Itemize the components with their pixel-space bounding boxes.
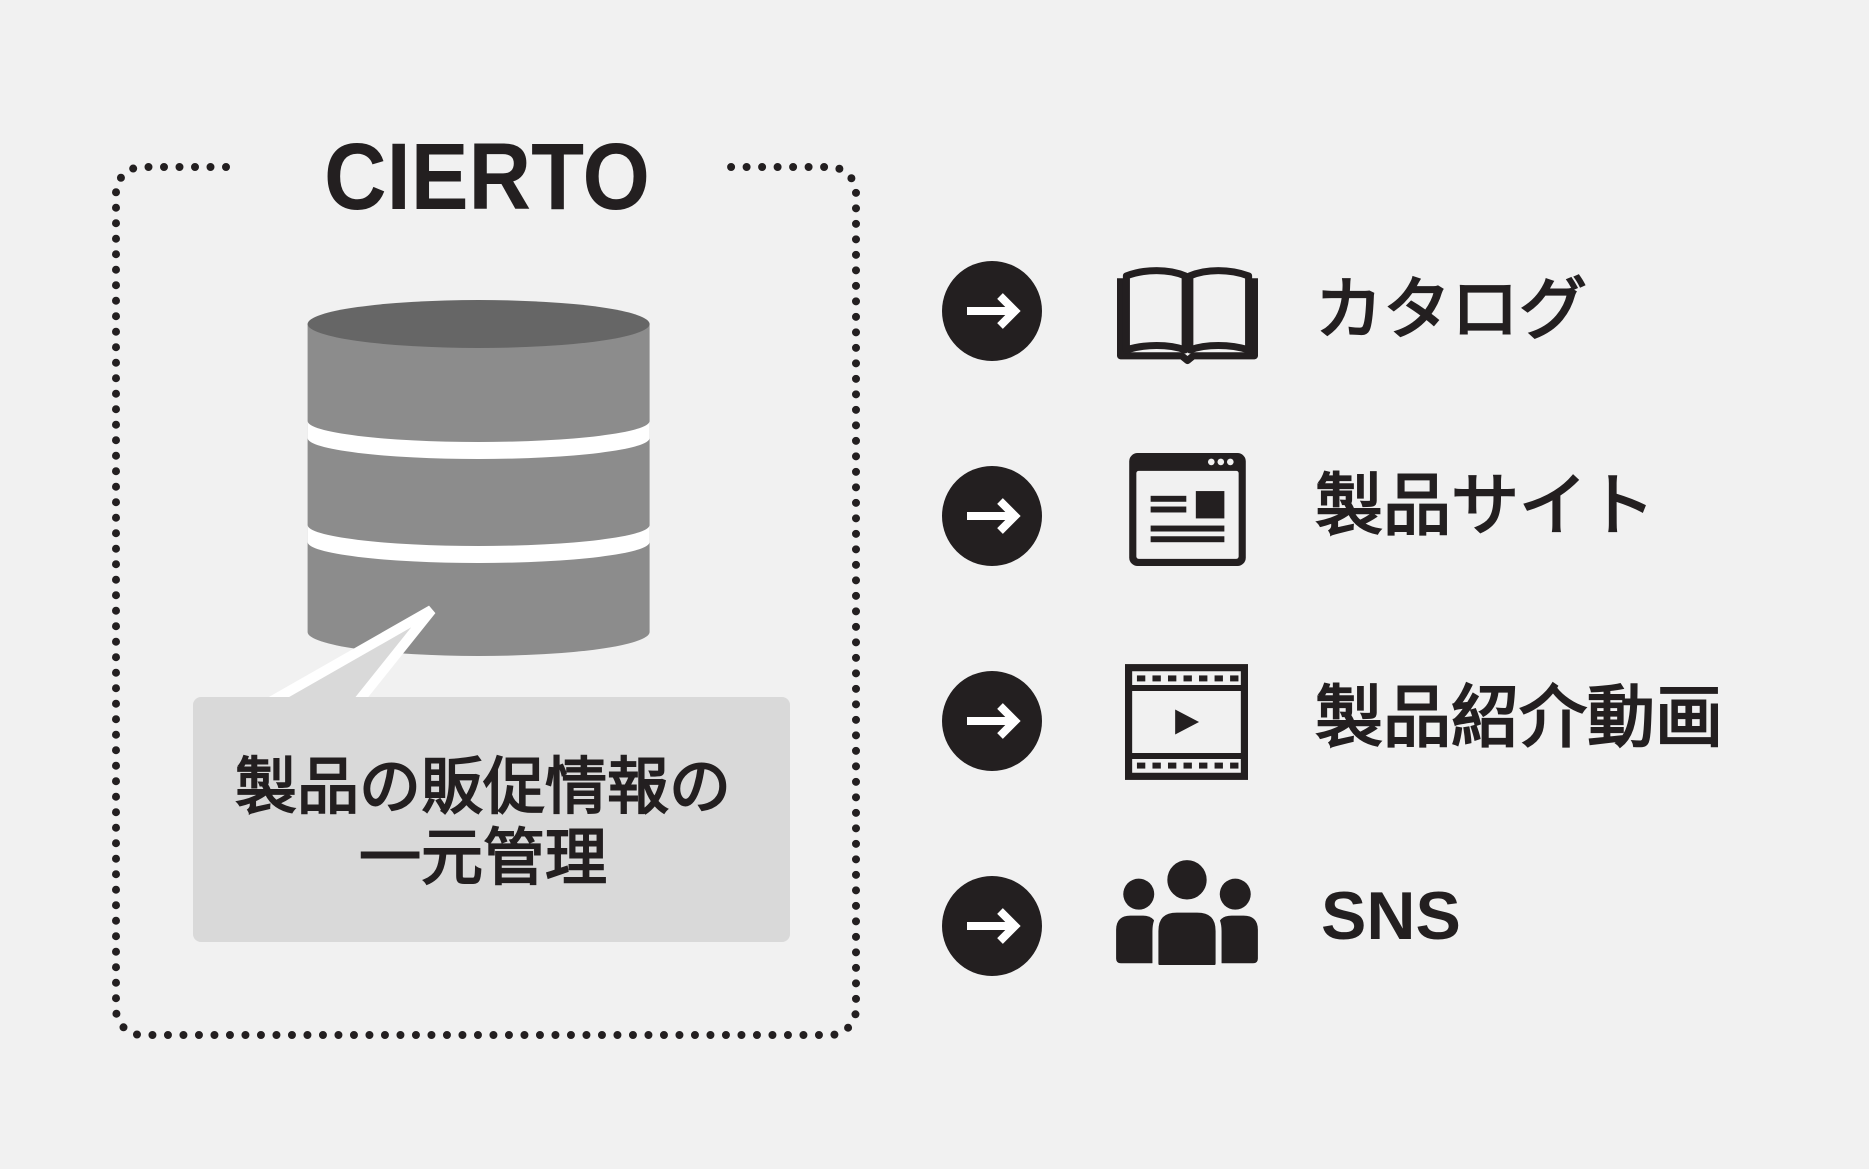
system-title: CIERTO (324, 124, 650, 230)
cierto-system-art: CIERTO (112, 124, 860, 1039)
callout-line: 製品の販促情報の (234, 750, 731, 823)
book-icon (1117, 267, 1258, 365)
output-row-sns: SNS (942, 854, 1842, 986)
database-body (307, 324, 650, 656)
arrow-right-circle-icon (942, 671, 1042, 771)
arrow-right-circle-icon (942, 261, 1042, 361)
cierto-system: CIERTO 製品の販促情報の 一元管理 (0, 0, 880, 1060)
database-band (307, 525, 650, 563)
output-label-product-video: 製品紹介動画 (1315, 679, 1724, 758)
output-label-product-site: 製品サイト (1315, 467, 1656, 546)
arrow-right-circle-icon (942, 466, 1042, 566)
output-label-catalog: カタログ (1315, 271, 1588, 350)
arrow-right-circle-icon (942, 876, 1042, 976)
output-row-product-site: 製品サイト (942, 453, 1842, 576)
dotted-system-border (112, 163, 860, 1039)
output-label-sns: SNS (1321, 878, 1461, 954)
browser-window-icon (1129, 453, 1246, 566)
callout-box (193, 697, 790, 942)
callout-bubble (193, 605, 790, 942)
callout-text: 製品の販促情報の 一元管理 (203, 751, 763, 893)
database-band (307, 421, 650, 459)
output-row-catalog: カタログ (942, 251, 1842, 371)
database-icon (307, 300, 650, 656)
callout-line: 一元管理 (358, 821, 607, 894)
people-group-icon (1116, 854, 1258, 971)
output-row-product-video: 製品紹介動画 (942, 661, 1842, 781)
database-top (307, 300, 650, 348)
video-film-icon (1125, 664, 1248, 780)
